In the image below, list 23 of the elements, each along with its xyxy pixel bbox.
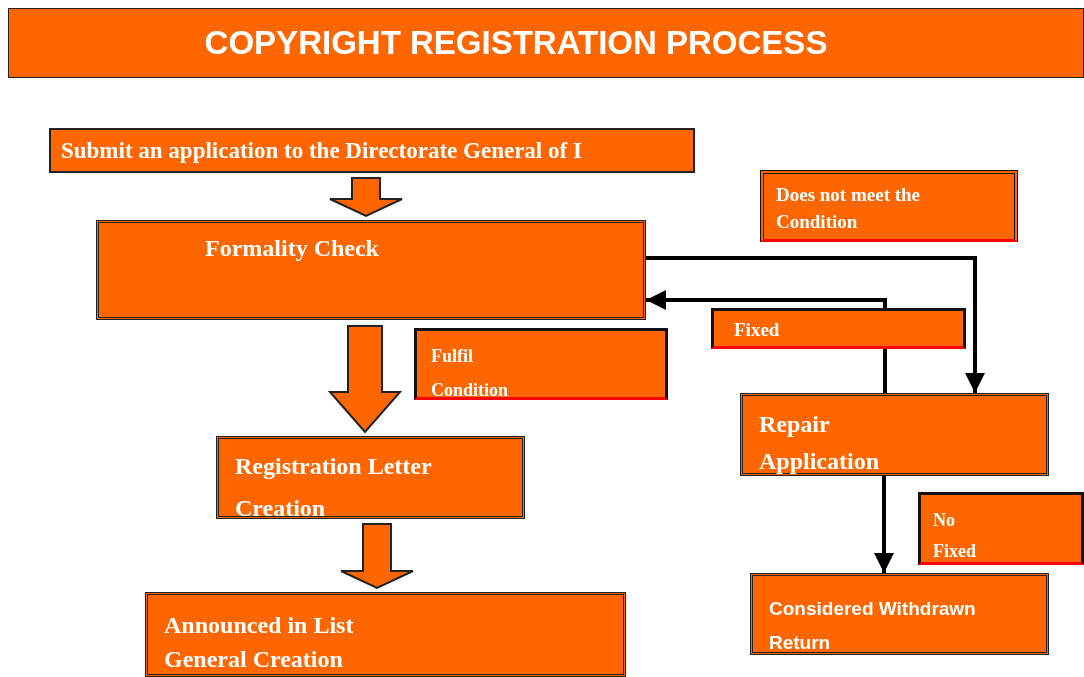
- box-text: Considered Withdrawn Return: [769, 597, 977, 656]
- box-text: Announced in List General Creation: [164, 611, 355, 674]
- box-text: Registration Letter Creation: [235, 452, 433, 523]
- box-text: Formality Check: [205, 234, 380, 263]
- arrow: [646, 256, 985, 393]
- process-box: [49, 128, 695, 173]
- process-box: [216, 436, 525, 519]
- block-arrow: [340, 523, 414, 590]
- title: COPYRIGHT REGISTRATION PROCESS: [204, 24, 828, 62]
- block-arrow: [327, 325, 403, 434]
- edge-label: Fixed: [711, 308, 966, 349]
- arrow: [874, 476, 894, 573]
- block-arrow: [329, 177, 403, 218]
- box-text: Repair Application: [759, 410, 881, 477]
- arrow: [646, 290, 887, 393]
- process-box: [740, 393, 1049, 476]
- process-box: [145, 592, 626, 677]
- edge-label: Does not meet the Condition: [760, 170, 1018, 242]
- process-box: [96, 220, 646, 320]
- edge-label: No Fixed: [918, 492, 1084, 565]
- box-text: Submit an application to the Directorate General of I: [61, 136, 583, 165]
- edge-label: Fulfil Condition: [414, 328, 668, 400]
- process-box: [750, 573, 1049, 655]
